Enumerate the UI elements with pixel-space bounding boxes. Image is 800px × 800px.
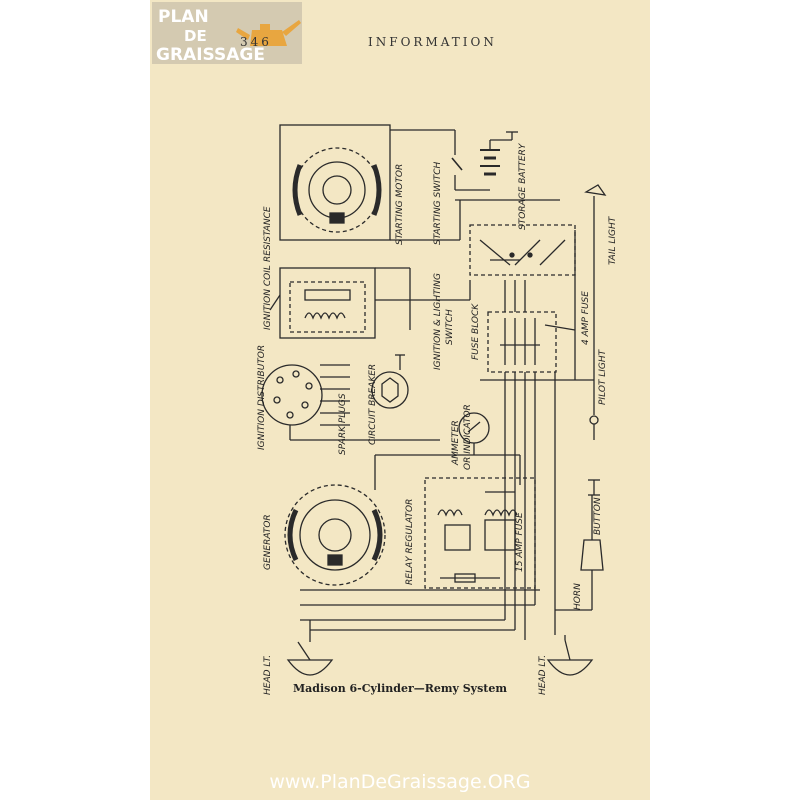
logo-line-3: GRAISSAGE	[156, 45, 265, 64]
tail-light-symbol	[584, 184, 607, 415]
page-number: 346	[240, 35, 272, 49]
label-ammeter: AMMETER	[451, 420, 461, 466]
ignition-lighting-switch-symbol	[469, 224, 576, 276]
ignition-coil-symbol	[269, 267, 411, 339]
spark-plug-leads	[320, 364, 350, 426]
label-circuit-breaker: CIRCUIT BREAKER	[368, 364, 378, 445]
page-header-title: INFORMATION	[368, 35, 497, 49]
generator-symbol	[284, 484, 386, 586]
fuse-15-amp-symbol	[440, 573, 500, 583]
wiring-diagram: STARTING MOTOR STARTING SWITCH STORAGE B…	[257, 124, 618, 695]
label-ignition-lighting-switch-1: IGNITION & LIGHTING	[433, 273, 443, 370]
label-15-amp-fuse: 15 AMP FUSE	[515, 512, 525, 572]
book-page	[150, 0, 650, 800]
label-starting-switch: STARTING SWITCH	[433, 161, 443, 245]
label-relay-regulator: RELAY REGULATOR	[405, 499, 415, 585]
label-tail-light: TAIL LIGHT	[608, 215, 618, 265]
label-spark-plugs: SPARK PLUGS	[338, 393, 348, 455]
circuit-breaker-symbol	[371, 354, 409, 409]
label-fuse-block: FUSE BLOCK	[471, 303, 481, 360]
label-head-light-left: HEAD LT.	[263, 655, 273, 695]
pilot-light-symbol	[589, 415, 599, 440]
label-ignition-coil: IGNITION COIL	[263, 265, 273, 330]
horn-symbol	[555, 495, 604, 611]
starting-motor-symbol	[279, 124, 391, 241]
footer-url[interactable]: www.PlanDeGraissage.ORG	[269, 771, 531, 793]
relay-regulator-symbol	[424, 477, 536, 589]
fuse-block-symbol	[487, 311, 576, 373]
label-generator: GENERATOR	[263, 514, 273, 570]
label-horn: HORN	[573, 583, 583, 610]
label-head-light-right: HEAD LT.	[538, 655, 548, 695]
horn-button-symbol	[588, 479, 600, 496]
label-resistance: RESISTANCE	[263, 206, 273, 262]
head-light-right-symbol	[546, 635, 594, 676]
logo-line-2: DE	[184, 27, 207, 45]
label-ignition-distributor: IGNITION DISTRIBUTOR	[257, 345, 267, 450]
plan-de-graissage-logo: PLAN DE GRAISSAGE	[152, 2, 302, 65]
storage-battery-symbol	[480, 131, 518, 176]
label-button: BUTTON	[593, 497, 603, 535]
label-ammeter-indicator: OR INDICATOR	[463, 404, 473, 470]
ignition-distributor-symbol	[261, 364, 323, 426]
label-storage-battery: STORAGE BATTERY	[518, 142, 528, 230]
logo-line-1: PLAN	[158, 7, 209, 27]
label-4-amp-fuse: 4 AMP FUSE	[581, 291, 591, 345]
label-starting-motor: STARTING MOTOR	[395, 164, 405, 245]
oil-can-icon	[236, 20, 301, 46]
head-light-left-symbol	[286, 620, 334, 676]
label-ignition-lighting-switch-2: SWITCH	[445, 309, 455, 345]
figure-caption: Madison 6-Cylinder—Remy System	[293, 682, 507, 695]
label-pilot-light: PILOT LIGHT	[598, 348, 608, 405]
